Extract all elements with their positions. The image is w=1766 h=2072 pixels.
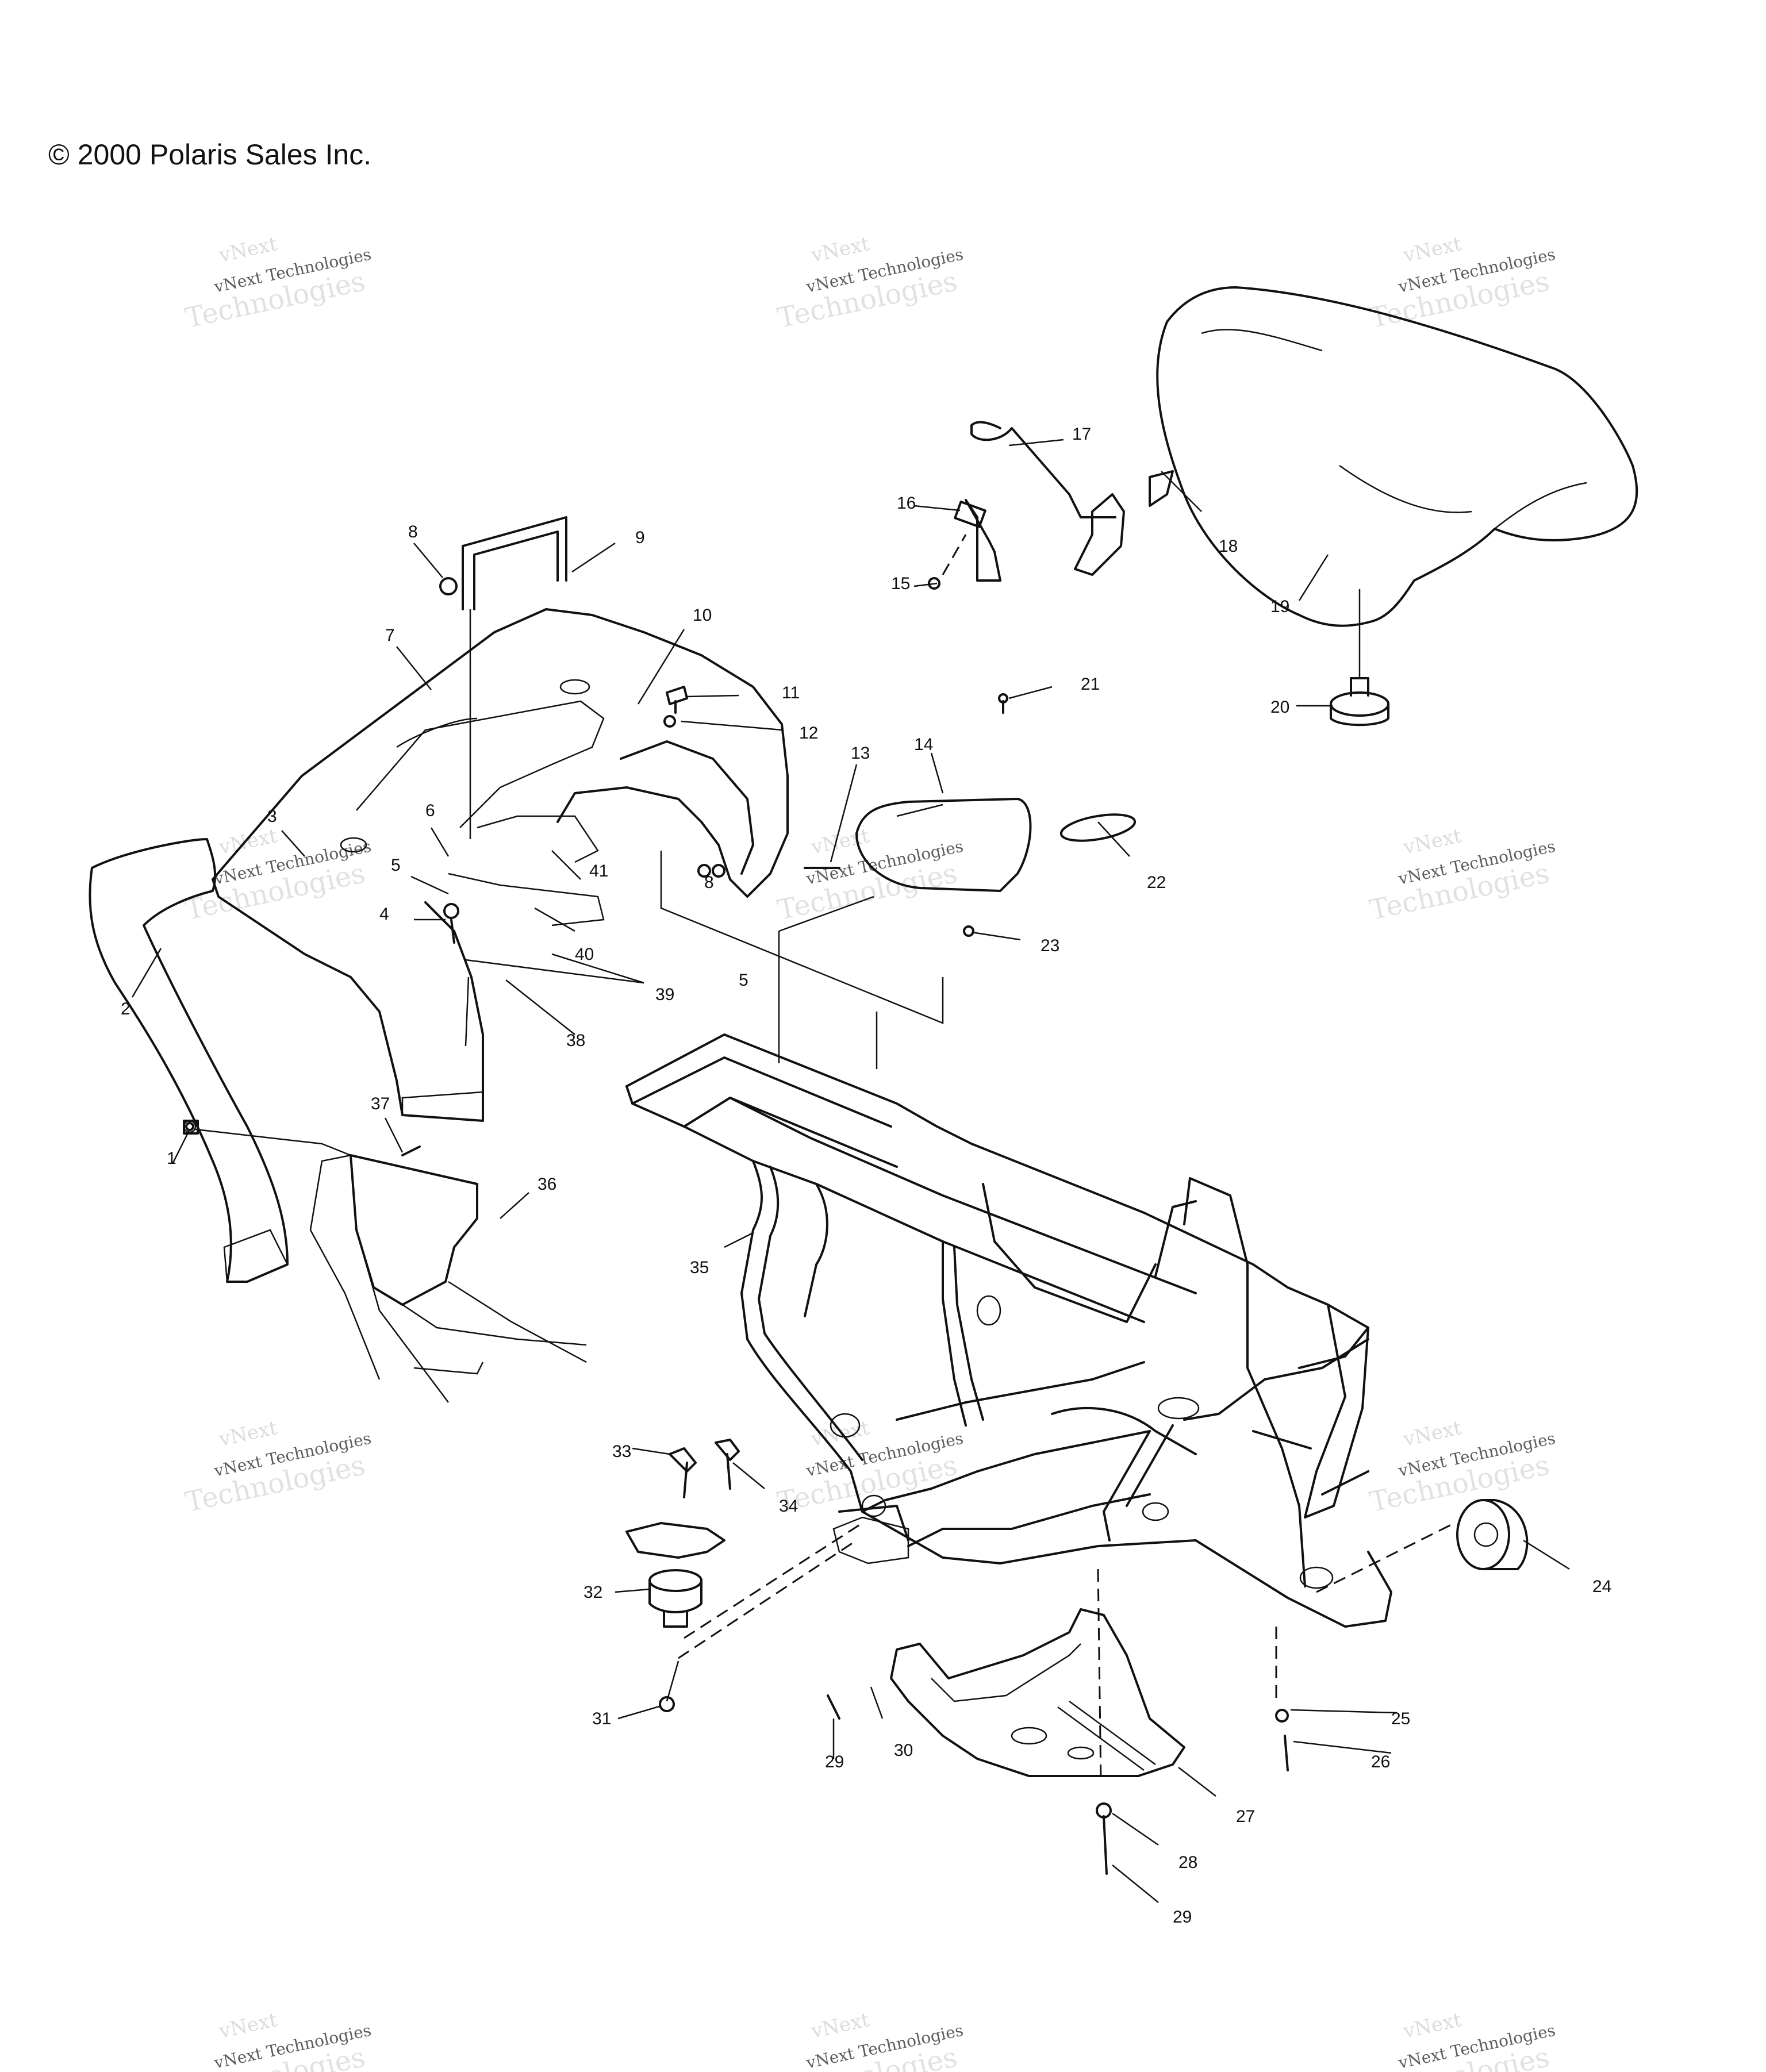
part-label-20: 20 bbox=[1270, 698, 1289, 717]
part-label-1: 1 bbox=[167, 1149, 176, 1168]
part-label-17: 17 bbox=[1072, 425, 1091, 444]
part-label-18: 18 bbox=[1219, 537, 1238, 556]
storage-box-drawing bbox=[855, 798, 1137, 892]
part-label-14: 14 bbox=[914, 735, 933, 754]
bolts-drawing bbox=[183, 686, 1289, 1875]
part-label-40: 40 bbox=[575, 945, 594, 964]
part-label-38: 38 bbox=[566, 1031, 585, 1050]
watermark-brand: vNext bbox=[1401, 232, 1464, 267]
watermark-brand: vNext bbox=[217, 2008, 279, 2043]
part-label-34: 34 bbox=[779, 1497, 798, 1516]
part-label-2: 2 bbox=[121, 1000, 130, 1018]
part-label-11: 11 bbox=[782, 683, 800, 702]
part-label-8: 8 bbox=[704, 873, 714, 892]
rear-fender-drawing bbox=[212, 608, 789, 1122]
part-label-30: 30 bbox=[894, 1741, 913, 1760]
watermark-brand: vNext bbox=[1401, 1416, 1464, 1451]
watermark-brand: vNext bbox=[1401, 824, 1464, 859]
part-label-24: 24 bbox=[1592, 1577, 1611, 1596]
part-label-12: 12 bbox=[799, 724, 818, 743]
part-label-21: 21 bbox=[1081, 675, 1100, 694]
seat-latch-drawing bbox=[928, 421, 1174, 590]
part-label-15: 15 bbox=[891, 574, 910, 593]
part-label-31: 31 bbox=[592, 1709, 611, 1728]
part-label-16: 16 bbox=[897, 494, 916, 513]
engine-mount-drawing bbox=[625, 1522, 725, 1628]
part-label-19: 19 bbox=[1270, 597, 1289, 616]
rack-bar-drawing bbox=[439, 516, 567, 839]
part-label-13: 13 bbox=[851, 744, 870, 763]
watermark-brand: vNext bbox=[217, 1416, 279, 1451]
watermark-brand: vNext bbox=[217, 232, 279, 267]
leader-lines bbox=[131, 439, 1570, 1903]
part-label-6: 6 bbox=[425, 801, 435, 820]
fender-flap-drawing bbox=[309, 1154, 587, 1403]
part-label-22: 22 bbox=[1147, 873, 1166, 892]
part-label-39: 39 bbox=[655, 985, 674, 1004]
watermark-brand: vNext bbox=[809, 2008, 872, 2043]
part-label-32: 32 bbox=[583, 1583, 602, 1602]
watermark-brand: vNext bbox=[809, 232, 872, 267]
skid-plate-drawing bbox=[890, 1608, 1185, 1777]
watermark-brand: vNext bbox=[809, 1416, 872, 1451]
part-label-35: 35 bbox=[690, 1258, 709, 1277]
seat-bumper-drawing bbox=[1330, 589, 1389, 726]
copyright-notice: © 2000 Polaris Sales Inc. bbox=[48, 139, 372, 171]
part-label-4: 4 bbox=[379, 905, 389, 924]
assembly-guides bbox=[195, 851, 1455, 1782]
part-label-27: 27 bbox=[1236, 1807, 1255, 1826]
part-label-9: 9 bbox=[635, 528, 645, 547]
part-label-5: 5 bbox=[391, 856, 401, 875]
part-label-7: 7 bbox=[385, 626, 395, 645]
part-label-23: 23 bbox=[1041, 936, 1059, 955]
part-label-3: 3 bbox=[267, 807, 277, 826]
part-label-29: 29 bbox=[825, 1752, 844, 1771]
seat-drawing bbox=[1156, 286, 1638, 627]
part-label-8: 8 bbox=[408, 522, 418, 541]
part-label-36: 36 bbox=[538, 1175, 556, 1194]
part-label-5: 5 bbox=[739, 971, 748, 990]
part-label-26: 26 bbox=[1371, 1752, 1390, 1771]
watermark-brand: vNext bbox=[1401, 2008, 1464, 2043]
watermark-brand: vNext bbox=[217, 824, 279, 859]
part-label-28: 28 bbox=[1178, 1853, 1197, 1872]
part-label-10: 10 bbox=[693, 606, 712, 625]
main-frame-drawing bbox=[625, 1033, 1392, 1628]
part-label-37: 37 bbox=[371, 1094, 390, 1113]
part-label-29: 29 bbox=[1173, 1908, 1192, 1927]
fan-drawing bbox=[1456, 1499, 1529, 1570]
part-label-41: 41 bbox=[589, 862, 608, 881]
part-label-33: 33 bbox=[612, 1442, 631, 1461]
part-label-25: 25 bbox=[1391, 1709, 1410, 1728]
